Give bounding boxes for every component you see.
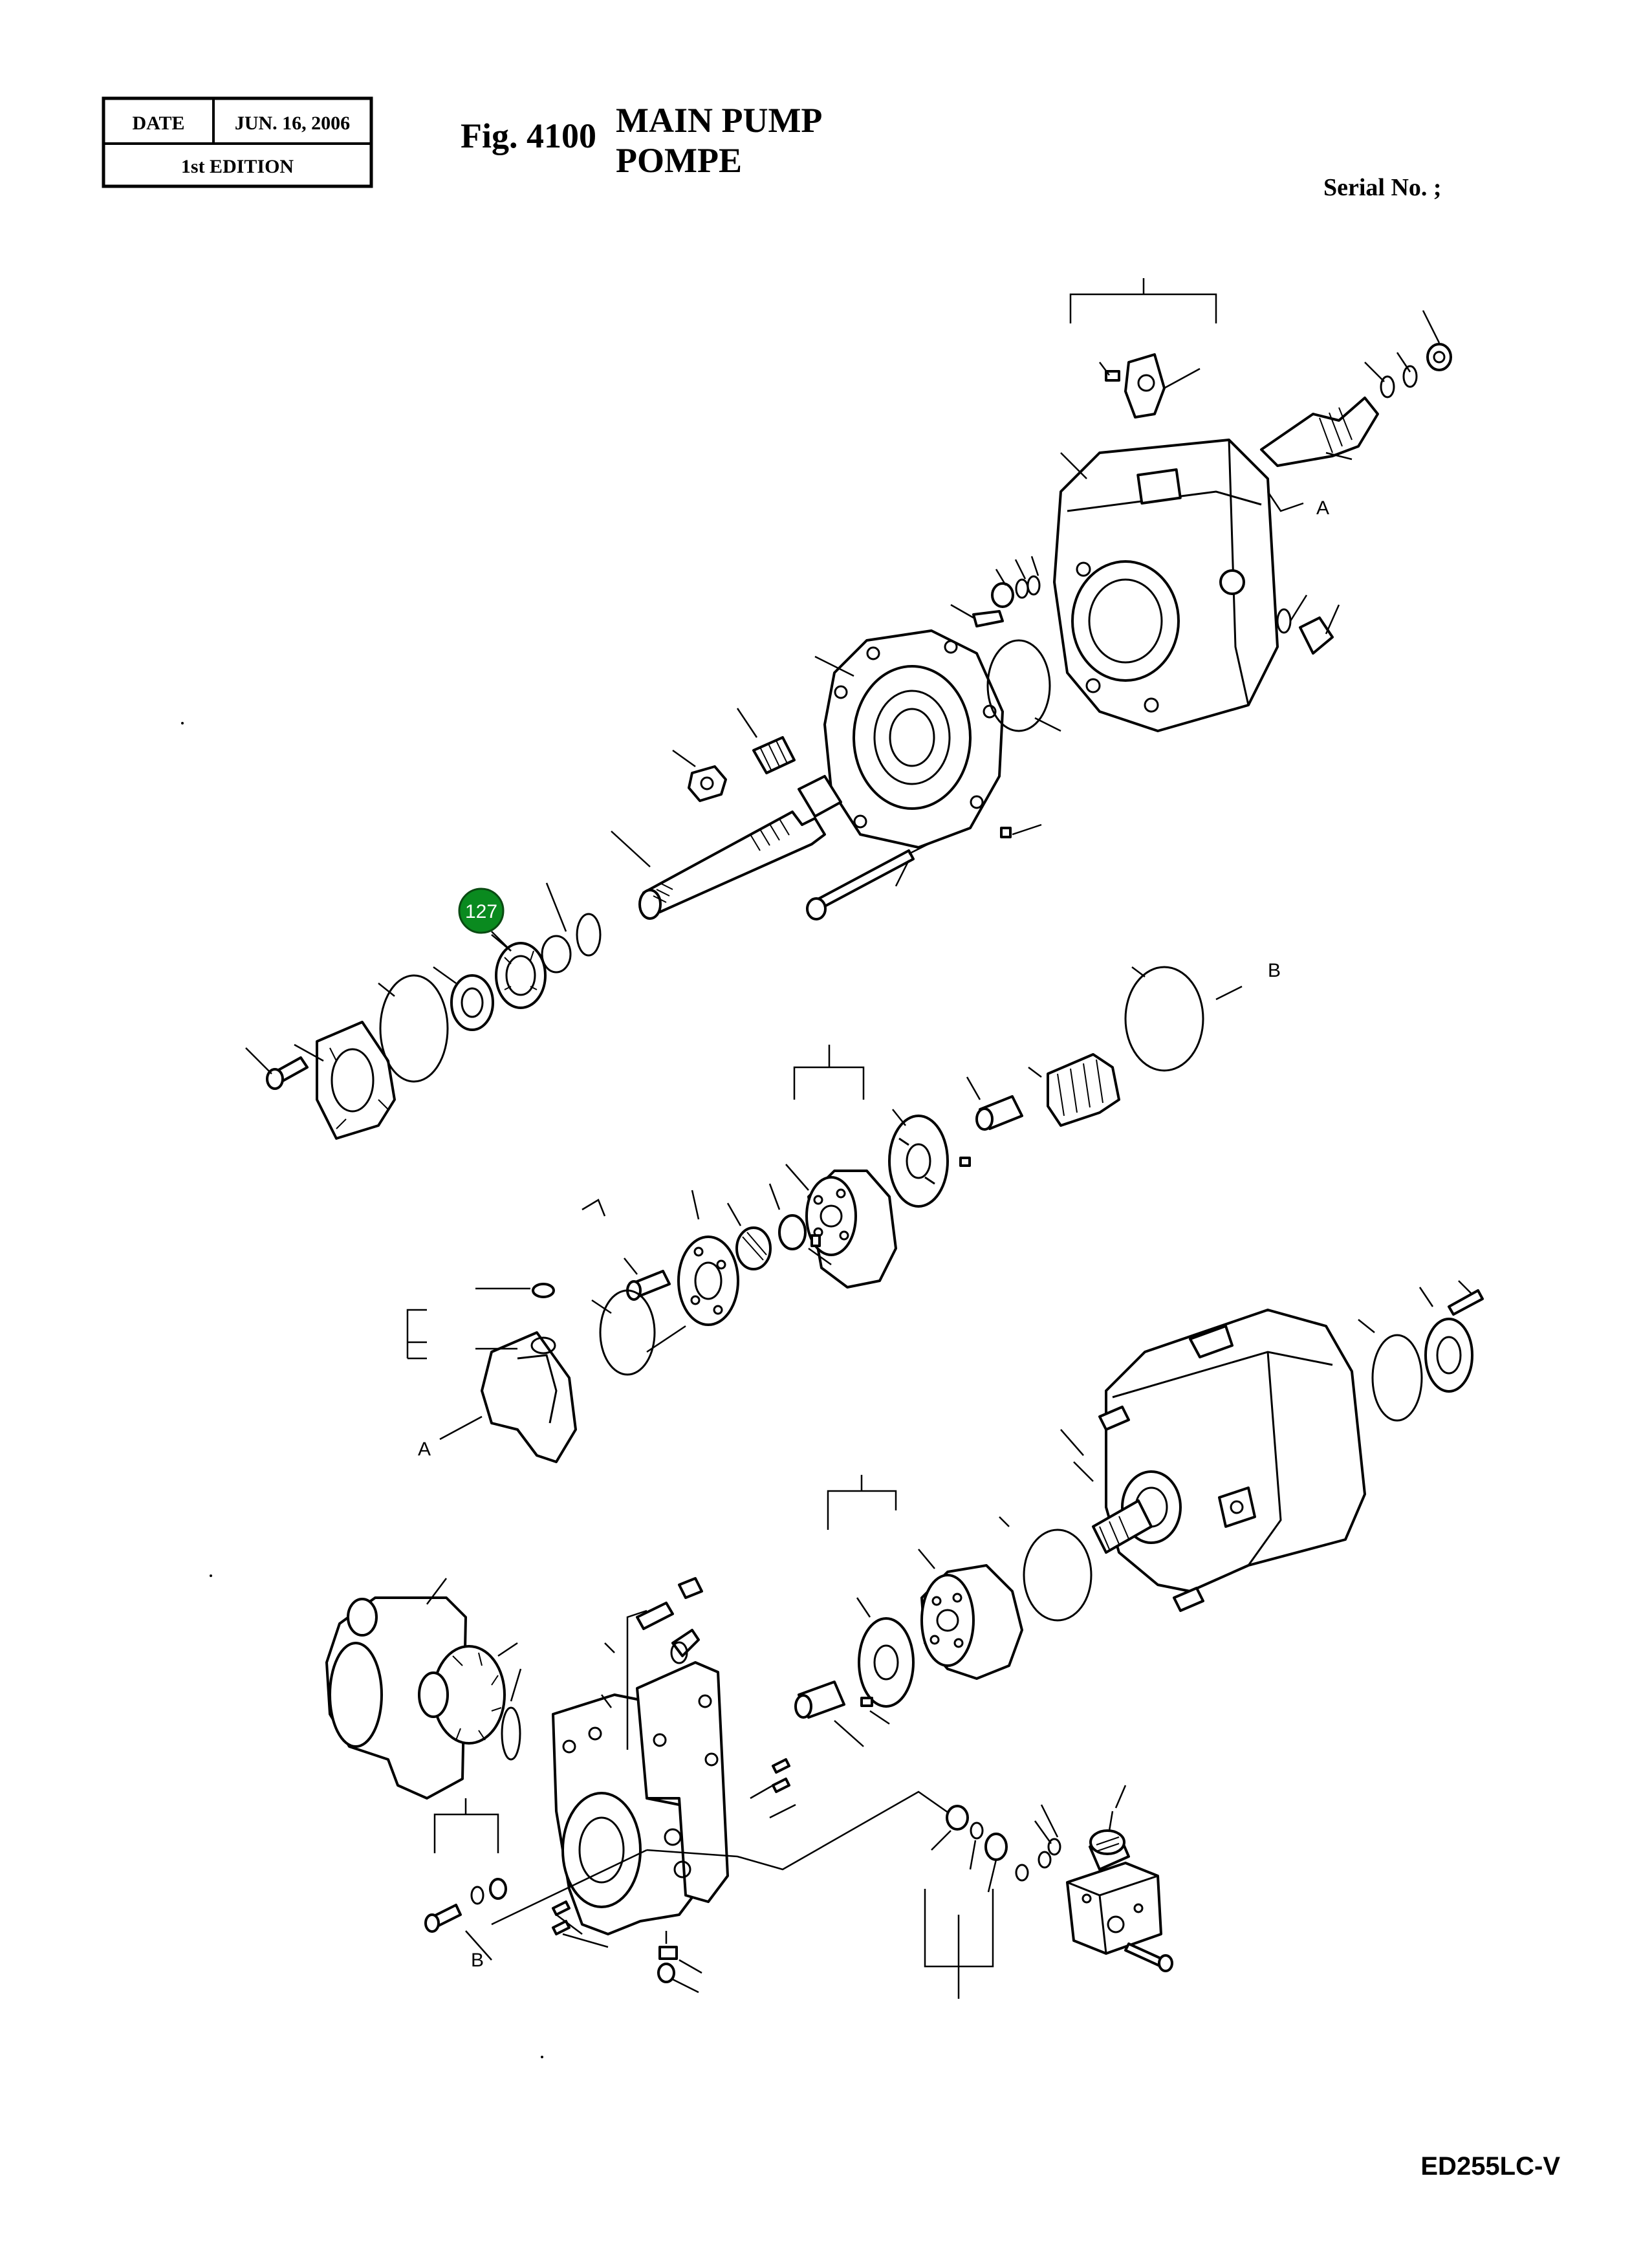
date-label: DATE <box>132 113 184 134</box>
stray-dot-3 <box>541 2056 543 2058</box>
highlight-callout-number: 127 <box>465 901 497 922</box>
pump-casing-bottom <box>1060 1280 1484 1612</box>
ref-b-middle: B <box>1268 960 1281 981</box>
pump-flange <box>814 556 1061 849</box>
rotating-group-bottom <box>794 1475 1092 1747</box>
ref-a-top: A <box>1316 497 1329 519</box>
rotating-group-middle: B <box>581 960 1281 1376</box>
highlight-callout-127[interactable]: 127 <box>458 887 512 952</box>
serial-number-label: Serial No. ; <box>1323 174 1442 201</box>
figure-number: Fig. 4100 <box>461 116 596 155</box>
stray-dot-2 <box>181 722 184 724</box>
title-french: POMPE <box>616 141 742 180</box>
model-number: ED255LC-V <box>1420 2152 1560 2181</box>
date-value: JUN. 16, 2006 <box>235 113 350 134</box>
valve-block: B <box>424 1577 951 1994</box>
swash-plate: A <box>406 1283 577 1463</box>
control-valve-block <box>924 1785 1173 1999</box>
date-edition-box: DATE JUN. 16, 2006 1st EDITION <box>102 96 373 188</box>
title-english: MAIN PUMP <box>616 101 822 140</box>
gear-pump <box>325 1578 522 1800</box>
stray-dot <box>210 1574 212 1577</box>
edition-label: 1st EDITION <box>181 156 294 177</box>
ref-a-left: A <box>418 1439 431 1460</box>
bearing-stack <box>245 882 602 1140</box>
pump-casing-top: A <box>1053 278 1452 732</box>
ref-b-bottom: B <box>471 1950 484 1971</box>
shaft-assembly <box>611 708 929 920</box>
highlight-callout-marker[interactable] <box>458 887 505 934</box>
